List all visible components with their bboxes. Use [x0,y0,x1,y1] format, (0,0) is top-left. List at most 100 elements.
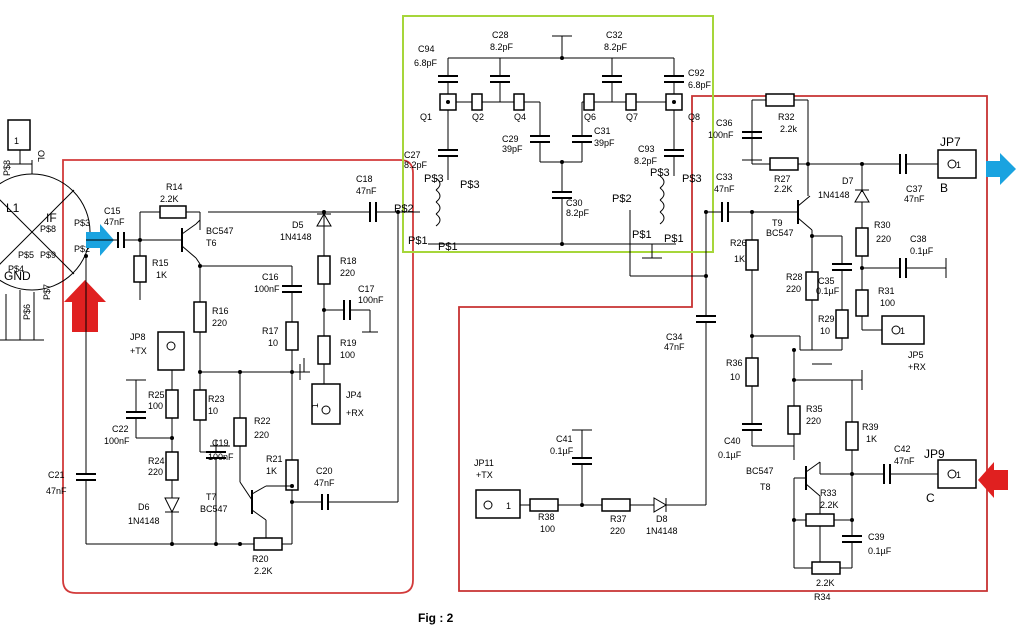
label-t6: T6 [206,238,217,248]
label-c19-value: 100nF [208,452,234,462]
label-r16: R16 [212,306,229,316]
label-r36: R36 [726,358,743,368]
label-c38-value: 0.1µF [910,246,934,256]
label-d8: D8 [656,514,668,524]
right-region-box [458,95,988,592]
label-c35-value: 0.1µF [816,286,840,296]
label-p1-b: P$1 [438,241,458,253]
label-c40: C40 [724,436,741,446]
label-c29: C29 [502,134,519,144]
figure-caption: Fig : 2 [418,611,454,625]
label-c33-value: 47nF [714,184,735,194]
label-t9: T9 [772,218,783,228]
label-r35-value: 220 [806,416,821,426]
label-t9-value: BC547 [766,228,794,238]
label-d5-value: 1N4148 [280,232,312,242]
blue-arrow-right [986,153,1016,185]
label-c17-value: 100nF [358,295,384,305]
label-c21: C21 [48,470,65,480]
left-section-transistors [84,210,400,546]
label-r37-value: 220 [610,526,625,536]
label-r36-value: 10 [730,372,740,382]
mixer-p4-label: P$4 [8,264,24,274]
label-jp5: JP5 [908,350,924,360]
label-r28: R28 [786,272,803,282]
label-c42: C42 [894,444,911,454]
label-c31-value: 39pF [594,138,615,148]
label-r33: R33 [820,488,837,498]
label-r24-value: 220 [148,467,163,477]
label-c22-value: 100nF [104,436,130,446]
label-c17: C17 [358,284,375,294]
mixer-l1-label: L1 [6,201,20,215]
mixer-gnd-label: GND [4,269,31,283]
label-c39: C39 [868,532,885,542]
label-r17: R17 [262,326,279,336]
label-jp11-value: +TX [476,470,493,480]
label-p3-b: P$3 [460,179,480,191]
filter-region-box [402,15,714,253]
label-c37: C37 [906,184,923,194]
label-r34: R34 [814,592,831,602]
mixer-p5-label: P$5 [18,250,34,260]
label-jp9-value: C [926,491,935,505]
label-jp4-value: +RX [346,408,364,418]
label-r19: R19 [340,338,357,348]
label-r15-value: 1K [156,270,167,280]
label-t8-type: BC547 [746,466,774,476]
label-c29-value: 39pF [502,144,523,154]
label-p3-d: P$3 [682,173,702,185]
red-arrow-left [978,462,1008,498]
label-r15: R15 [152,258,169,268]
label-p1-a: P$1 [408,235,428,247]
label-c93: C93 [638,144,655,154]
label-c36-value: 100nF [708,130,734,140]
label-r26-value: 1K [734,254,745,264]
mixer-if-label: IF [46,211,57,225]
label-r14: R14 [166,182,183,192]
label-r25-value: 100 [148,401,163,411]
label-c37-value: 47nF [904,194,925,204]
label-jp11: JP11 [474,458,494,468]
mixer-p6-label: P$6 [22,304,32,320]
jp7-pin-label: 1 [956,160,961,170]
label-p3-c: P$3 [650,167,670,179]
jp5-pin-label: 1 [900,326,905,336]
label-d8-value: 1N4148 [646,526,678,536]
label-d7-value: 1N4148 [818,190,850,200]
jp7-connector [937,149,977,179]
label-c28: C28 [492,30,509,40]
label-q1: Q1 [420,112,432,122]
left-wiring [76,202,420,551]
label-c39-value: 0.1µF [868,546,892,556]
mixer-p9-label: P$9 [40,250,56,260]
label-r20: R20 [252,554,269,564]
right-wiring [520,93,947,575]
label-r14-value: 2.2K [160,194,179,204]
jp8-connector [157,331,185,371]
label-c94-value: 6.8pF [414,58,438,68]
label-r23: R23 [208,394,225,404]
label-c32: C32 [606,30,623,40]
label-d7: D7 [842,176,854,186]
label-jp4: JP4 [346,390,362,400]
label-t6-type: BC547 [206,226,234,236]
label-c34: C34 [666,332,683,342]
label-c31: C31 [594,126,611,136]
label-r21-value: 1K [266,466,277,476]
label-r27-value: 2.2K [774,184,793,194]
label-r16-value: 220 [212,318,227,328]
label-r17-value: 10 [268,338,278,348]
label-d6: D6 [138,502,150,512]
label-r18: R18 [340,256,357,266]
label-r37: R37 [610,514,627,524]
crystal-filter [428,35,798,505]
label-r28-value: 220 [786,284,801,294]
label-r38: R38 [538,512,555,522]
mixer-pin-label: 1 [14,136,19,146]
label-c27: C27 [404,150,421,160]
label-r39-value: 1K [866,434,877,444]
label-d6-value: 1N4148 [128,516,160,526]
label-q8: Q8 [688,112,700,122]
label-c15: C15 [104,206,121,216]
